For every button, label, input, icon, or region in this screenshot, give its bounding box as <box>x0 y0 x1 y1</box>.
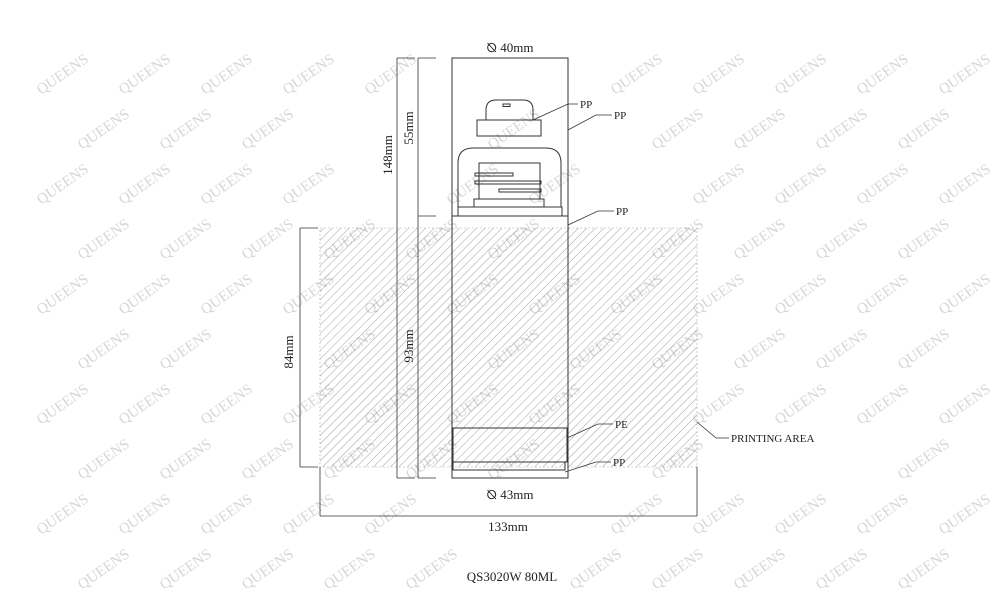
watermark-text: QUEENS <box>690 491 748 538</box>
watermark-text: QUEENS <box>116 161 174 208</box>
watermark-text: QUEENS <box>444 161 502 208</box>
watermark-text: QUEENS <box>157 326 215 373</box>
cap-material: PP <box>614 110 626 122</box>
watermark-text: QUEENS <box>936 51 994 98</box>
watermark-text: QUEENS <box>936 161 994 208</box>
watermark-text: QUEENS <box>731 216 789 263</box>
watermark-text: QUEENS <box>936 271 994 318</box>
watermark-text: QUEENS <box>813 546 871 593</box>
watermark-text: QUEENS <box>75 216 133 263</box>
watermark-text: QUEENS <box>157 106 215 153</box>
watermark-text: QUEENS <box>321 546 379 593</box>
pump-assembly <box>457 99 563 217</box>
watermark-text: QUEENS <box>854 271 912 318</box>
bottom-diameter-label: ⦰ 43mm <box>487 487 534 502</box>
cap-height-label: 55mm <box>401 111 416 144</box>
watermark-text: QUEENS <box>198 161 256 208</box>
watermark-text: QUEENS <box>813 216 871 263</box>
watermark-text: QUEENS <box>280 161 338 208</box>
watermark-text: QUEENS <box>34 491 92 538</box>
shoulder-material: PP <box>616 206 628 218</box>
watermark-text: QUEENS <box>157 216 215 263</box>
watermark-text: QUEENS <box>239 216 297 263</box>
print-width-label: 133mm <box>488 519 528 534</box>
watermark-text: QUEENS <box>895 546 953 593</box>
watermark-text: QUEENS <box>239 546 297 593</box>
watermark-text: QUEENS <box>772 381 830 428</box>
watermark-text: QUEENS <box>895 216 953 263</box>
watermark-text: QUEENS <box>608 51 666 98</box>
watermark-text: QUEENS <box>526 161 584 208</box>
watermark-text: QUEENS <box>362 491 420 538</box>
watermark-text: QUEENS <box>608 491 666 538</box>
watermark-text: QUEENS <box>854 491 912 538</box>
watermark-text: QUEENS <box>116 381 174 428</box>
total-height-label: 148mm <box>380 135 395 175</box>
watermark-text: QUEENS <box>75 436 133 483</box>
watermark-text: QUEENS <box>813 106 871 153</box>
watermark-text: QUEENS <box>772 51 830 98</box>
watermark-text: QUEENS <box>157 436 215 483</box>
watermark-text: QUEENS <box>854 51 912 98</box>
watermark-text: QUEENS <box>116 271 174 318</box>
watermark-text: QUEENS <box>649 546 707 593</box>
watermark-text: QUEENS <box>936 381 994 428</box>
shoulder <box>457 147 562 207</box>
watermark-text: QUEENS <box>239 436 297 483</box>
watermark-text: QUEENS <box>198 271 256 318</box>
base-pp <box>452 461 566 471</box>
printing-area <box>319 227 698 468</box>
watermark-text: QUEENS <box>34 381 92 428</box>
product-title: QS3020W 80ML <box>467 569 557 584</box>
printing-area-label: PRINTING AREA <box>731 433 814 445</box>
watermark-text: QUEENS <box>157 546 215 593</box>
watermark-text: QUEENS <box>854 161 912 208</box>
watermark-text: QUEENS <box>567 546 625 593</box>
watermark-text: QUEENS <box>690 271 748 318</box>
watermark-text: QUEENS <box>34 51 92 98</box>
watermark-text: QUEENS <box>198 381 256 428</box>
watermark-text: QUEENS <box>731 326 789 373</box>
watermark-text: QUEENS <box>75 106 133 153</box>
watermark-text: QUEENS <box>690 161 748 208</box>
watermark-text: QUEENS <box>772 161 830 208</box>
watermark-text: QUEENS <box>895 326 953 373</box>
watermark-text: QUEENS <box>198 51 256 98</box>
watermark-text: QUEENS <box>895 436 953 483</box>
top-diameter-label: ⦰ 40mm <box>487 40 534 55</box>
watermark-text: QUEENS <box>772 271 830 318</box>
watermark-text: QUEENS <box>649 106 707 153</box>
watermark-text: QUEENS <box>813 326 871 373</box>
watermark-text: QUEENS <box>116 51 174 98</box>
pump-collar <box>476 119 542 137</box>
watermark-text: QUEENS <box>198 491 256 538</box>
watermark-text: QUEENS <box>239 106 297 153</box>
pump-head-material: PP <box>580 99 592 111</box>
watermark-text: QUEENS <box>75 546 133 593</box>
watermark-text: QUEENS <box>403 546 461 593</box>
pump-head <box>485 99 534 120</box>
watermark-text: QUEENS <box>731 546 789 593</box>
watermark-text: QUEENS <box>280 51 338 98</box>
watermark-text: QUEENS <box>895 106 953 153</box>
watermark-text: QUEENS <box>772 491 830 538</box>
watermark-text: QUEENS <box>936 491 994 538</box>
piston-material: PE <box>615 419 628 431</box>
print-height-label: 84mm <box>281 335 296 368</box>
watermark-text: QUEENS <box>731 106 789 153</box>
watermark-text: QUEENS <box>690 51 748 98</box>
watermark-text: QUEENS <box>485 106 543 153</box>
base-material: PP <box>613 457 625 469</box>
watermark-text: QUEENS <box>854 381 912 428</box>
watermark-text: QUEENS <box>75 326 133 373</box>
watermark-text: QUEENS <box>116 491 174 538</box>
watermark-text: QUEENS <box>690 381 748 428</box>
dimension-lines <box>299 57 729 517</box>
watermark-text: QUEENS <box>34 271 92 318</box>
watermark-text: QUEENS <box>34 161 92 208</box>
watermark-text: QUEENS <box>280 491 338 538</box>
body-height-label: 93mm <box>401 329 416 362</box>
